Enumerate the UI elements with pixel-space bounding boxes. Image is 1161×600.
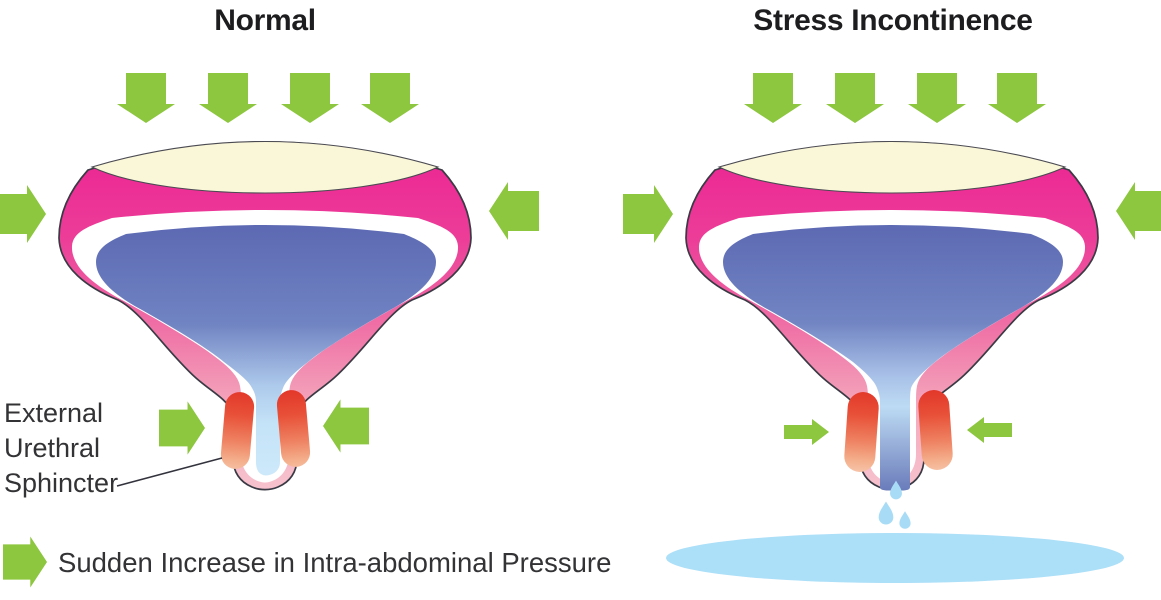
pressure-arrow-down-icon [361, 73, 419, 123]
sphincter-muscle-left [844, 392, 879, 472]
green-arrow-right-icon [3, 536, 48, 588]
panel-title-stress: Stress Incontinence [753, 4, 1033, 37]
pressure-arrow-down-icon [988, 73, 1046, 123]
sphincter-muscle-right [918, 390, 953, 470]
sphincter-label: External Urethral Sphincter [4, 396, 118, 501]
sphincter-muscle-right [276, 390, 311, 467]
pressure-arrow-left-icon [323, 399, 369, 453]
legend-text: Sudden Increase in Intra-abdominal Press… [58, 547, 612, 578]
sphincter-label-line1: External [4, 398, 104, 428]
stress-diagram [623, 73, 1161, 583]
bladder-cavity [96, 225, 436, 476]
pressure-arrow-right-icon [159, 401, 205, 455]
pressure-arrow-right-icon [784, 419, 829, 445]
pressure-arrow-down-icon [744, 73, 802, 123]
annotation-pointer-line [116, 457, 223, 487]
pressure-arrow-down-icon [908, 73, 966, 123]
bladder-cavity-leaking [723, 225, 1063, 491]
urine-drop-icon [899, 511, 911, 529]
sphincter-label-line2: Urethral [4, 433, 101, 463]
pressure-arrow-down-icon [117, 73, 175, 123]
pressure-arrow-left-icon [489, 182, 539, 240]
sphincter-muscle-left [220, 392, 255, 469]
urine-leak [666, 480, 1124, 583]
pressure-arrow-left-icon [1116, 182, 1161, 240]
pressure-arrow-down-icon [199, 73, 257, 123]
normal-diagram [0, 73, 539, 491]
urine-puddle [666, 533, 1124, 583]
urine-drop-icon [878, 501, 894, 525]
panel-title-normal: Normal [214, 4, 316, 37]
pressure-arrow-down-icon [281, 73, 339, 123]
pressure-arrow-down-icon [826, 73, 884, 123]
pressure-arrow-right-icon [623, 185, 673, 243]
sphincter-label-line3: Sphincter [4, 468, 119, 498]
pressure-arrow-left-icon [967, 417, 1012, 443]
pressure-arrow-right-icon [0, 185, 46, 243]
